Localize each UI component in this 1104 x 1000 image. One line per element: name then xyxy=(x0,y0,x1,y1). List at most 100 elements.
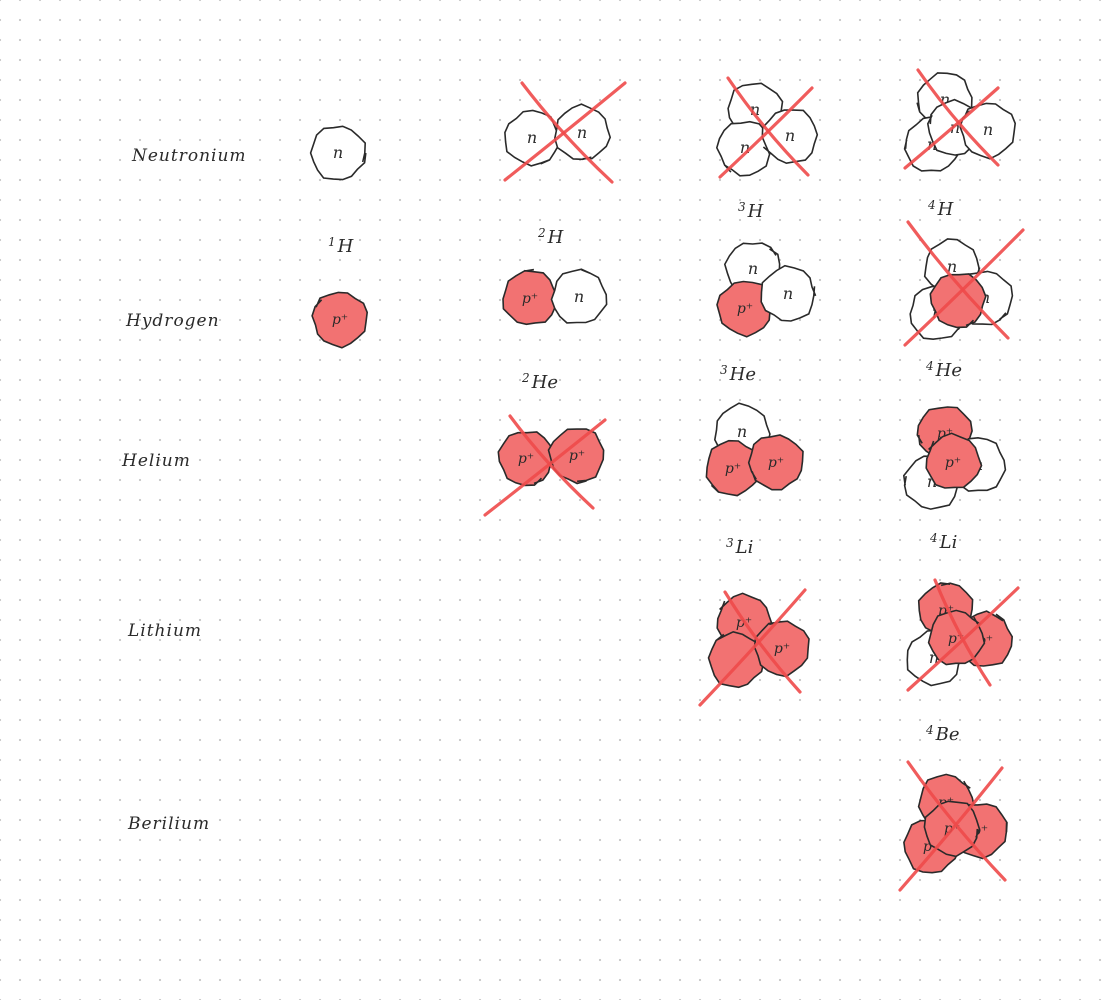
mass-number: 3 xyxy=(726,536,734,550)
element-symbol: Li xyxy=(735,537,754,558)
proton-letter: p⁺ xyxy=(774,641,790,657)
proton-circle xyxy=(705,439,761,497)
proton: p⁺ xyxy=(502,268,559,326)
proton-circle xyxy=(929,273,987,329)
neutron: n xyxy=(553,103,612,161)
element-symbol: H xyxy=(547,227,564,248)
neutron-letter: n xyxy=(748,259,758,278)
element-symbol: He xyxy=(729,364,756,385)
proton: p⁺ xyxy=(547,428,605,485)
proton-circle xyxy=(707,630,765,689)
proton-circle xyxy=(311,291,369,349)
neutron-circle xyxy=(553,103,612,161)
element-symbol: H xyxy=(747,201,764,222)
cross-stroke xyxy=(933,578,992,687)
cross-stroke xyxy=(483,418,607,517)
proton-letter: p⁺ xyxy=(737,301,753,317)
proton: p⁺ xyxy=(311,291,369,349)
row-label-helium: Helium xyxy=(121,451,191,471)
proton-letter: p⁺ xyxy=(332,312,348,328)
mass-number: 4 xyxy=(925,723,934,737)
cross-out xyxy=(698,588,807,707)
element-symbol: Li xyxy=(939,532,958,553)
cross-stroke xyxy=(903,228,1025,347)
cross-stroke xyxy=(906,760,1007,882)
proton: p⁺ xyxy=(747,434,804,491)
mass-number: 3 xyxy=(720,363,728,377)
proton-circle xyxy=(747,434,804,491)
element-symbol: H xyxy=(337,236,354,257)
proton-letter: p⁺ xyxy=(518,451,534,467)
mass-number: 1 xyxy=(328,235,336,249)
cross-out xyxy=(898,760,1007,892)
row-label-berilium: Berilium xyxy=(127,814,210,834)
isotope-grid: nnnnnnnnnn1Hp⁺2Hp⁺n3Hnp⁺n4Hnnn2Hep⁺p⁺3He… xyxy=(309,68,1025,892)
row-label-lithium: Lithium xyxy=(127,621,202,641)
neutron: n xyxy=(309,125,367,181)
proton xyxy=(707,630,765,689)
neutron-letter: n xyxy=(574,287,584,306)
neutron-letter: n xyxy=(737,422,747,441)
mass-number: 4 xyxy=(929,531,938,545)
neutron-circle xyxy=(550,268,608,324)
proton-letter: p⁺ xyxy=(522,291,538,307)
neutron-circle xyxy=(760,264,817,322)
element-symbol: Be xyxy=(935,724,960,745)
neutron-letter: n xyxy=(983,120,993,139)
cross-stroke xyxy=(503,81,627,182)
cross-stroke xyxy=(906,220,1010,340)
cross-out xyxy=(483,414,607,517)
neutron-letter: n xyxy=(785,126,795,145)
neutron-letter: n xyxy=(929,648,939,667)
neutron-circle xyxy=(309,125,367,181)
row-label-neutronium: Neutronium xyxy=(131,146,247,166)
cross-stroke xyxy=(520,81,614,184)
cross-out xyxy=(903,68,1000,170)
neutron-letter: n xyxy=(927,472,937,491)
mass-number: 4 xyxy=(927,198,936,212)
cross-stroke xyxy=(726,76,810,177)
cross-stroke xyxy=(916,68,1000,167)
neutron-letter: n xyxy=(527,128,537,147)
neutron: n xyxy=(959,102,1017,160)
proton xyxy=(929,273,987,329)
row-label-hydrogen: Hydrogen xyxy=(125,311,220,331)
cross-out xyxy=(903,220,1025,347)
mass-number: 2 xyxy=(521,371,530,385)
proton: p⁺ xyxy=(716,280,773,338)
element-symbol: H xyxy=(937,199,954,220)
cross-stroke xyxy=(903,86,1000,170)
element-symbol: He xyxy=(531,372,558,393)
neutron: n xyxy=(550,268,608,324)
cross-stroke xyxy=(906,586,1020,692)
neutron-letter: n xyxy=(333,143,343,162)
neutron-letter: n xyxy=(740,138,750,157)
cross-stroke xyxy=(723,590,802,694)
mass-number: 2 xyxy=(537,226,546,240)
neutron-letter: n xyxy=(783,284,793,303)
cross-stroke xyxy=(898,766,1004,892)
proton-circle xyxy=(716,280,773,338)
proton-letter: p⁺ xyxy=(945,455,961,471)
neutron-letter: n xyxy=(947,257,957,276)
proton-circle xyxy=(925,432,983,489)
mass-number: 4 xyxy=(925,359,934,373)
neutron-letter: n xyxy=(940,90,950,109)
element-symbol: He xyxy=(935,360,962,381)
neutron: n xyxy=(760,264,817,322)
isotope-neutronium-1: n xyxy=(309,125,367,181)
cross-out xyxy=(503,81,627,184)
